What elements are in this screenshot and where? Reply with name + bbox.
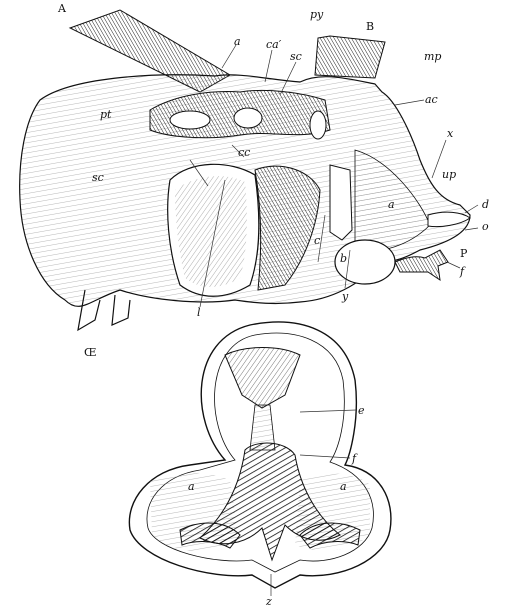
label-x: x bbox=[447, 127, 454, 140]
label-a-mid: a bbox=[388, 198, 395, 211]
label-e-bottom: e bbox=[358, 404, 365, 417]
top-figure bbox=[20, 10, 478, 330]
label-f-top: f bbox=[459, 265, 466, 278]
label-mp: mp bbox=[424, 50, 441, 63]
label-o: o bbox=[482, 220, 489, 233]
label-up: up bbox=[442, 168, 456, 181]
label-py: py bbox=[310, 8, 324, 21]
label-a-right: a bbox=[340, 480, 347, 493]
label-B: B bbox=[366, 20, 374, 33]
label-P: P bbox=[460, 247, 468, 260]
label-z: z bbox=[265, 595, 272, 608]
label-sc-top: sc bbox=[290, 50, 302, 63]
rod bbox=[330, 165, 352, 240]
label-a-top: a bbox=[234, 35, 241, 48]
label-pt: pt bbox=[100, 108, 112, 121]
ossicle-2 bbox=[234, 108, 262, 128]
label-y: y bbox=[341, 290, 349, 303]
lobe-l-shading bbox=[175, 176, 247, 287]
label-f-bottom: f bbox=[351, 452, 358, 465]
ossicle-1 bbox=[170, 111, 210, 129]
label-d: d bbox=[482, 198, 489, 211]
ossicle-3 bbox=[310, 111, 326, 139]
label-ca-prime: ca′ bbox=[266, 38, 282, 51]
label-b: b bbox=[340, 252, 347, 265]
label-ac: ac bbox=[425, 93, 438, 106]
label-c: c bbox=[314, 234, 320, 247]
label-sc-left: sc bbox=[92, 171, 104, 184]
label-a-left: a bbox=[188, 480, 195, 493]
label-l: l bbox=[197, 306, 201, 319]
label-A: A bbox=[57, 2, 67, 15]
label-OE: Œ bbox=[84, 346, 97, 359]
label-cc: cc bbox=[238, 146, 250, 159]
muscle-bundle-b bbox=[315, 36, 385, 78]
